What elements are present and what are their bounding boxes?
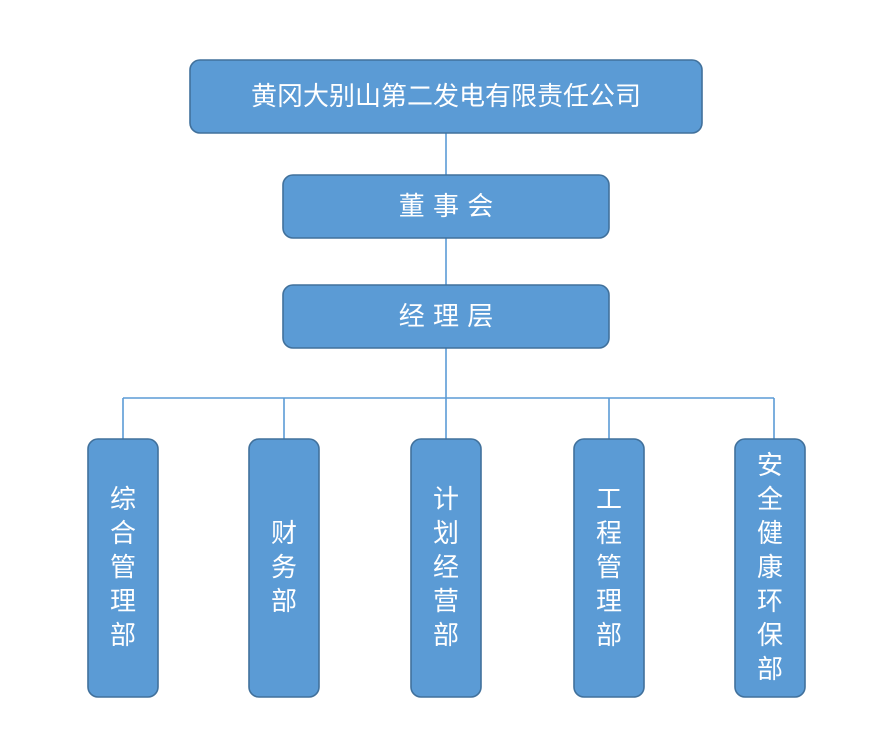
- department-label-char: 安: [757, 451, 783, 481]
- department-label: 安全健康环保部: [757, 451, 783, 685]
- management-node: 经 理 层: [282, 284, 610, 349]
- connectors: [122, 133, 775, 439]
- department-label-char: 环: [757, 587, 783, 617]
- department-label-char: 理: [596, 587, 622, 617]
- department-label-char: 务: [271, 553, 297, 583]
- department-label-char: 部: [757, 655, 783, 685]
- department-label-char: 理: [110, 587, 136, 617]
- department-label-char: 管: [110, 553, 136, 583]
- company-node: 黄冈大别山第二发电有限责任公司: [189, 59, 703, 134]
- department-node: 工程管理部: [573, 438, 645, 698]
- department-label-char: 健: [757, 519, 783, 549]
- department-label-char: 工: [596, 485, 622, 515]
- department-label-char: 保: [757, 621, 783, 651]
- department-label-char: 财: [271, 519, 297, 549]
- department-label: 计划经营部: [433, 485, 459, 651]
- department-label-char: 划: [433, 519, 459, 549]
- department-label-char: 计: [433, 485, 459, 515]
- department-label-char: 部: [596, 621, 622, 651]
- department-label: 综合管理部: [110, 485, 136, 651]
- department-label-char: 营: [433, 587, 459, 617]
- board-label: 董 事 会: [399, 192, 494, 222]
- management-label: 经 理 层: [399, 302, 494, 332]
- department-label-char: 部: [110, 621, 136, 651]
- department-label-char: 部: [271, 587, 297, 617]
- department-label: 工程管理部: [596, 485, 622, 651]
- department-node: 安全健康环保部: [734, 438, 806, 698]
- department-label-char: 程: [596, 519, 622, 549]
- department-node: 综合管理部: [87, 438, 159, 698]
- department-label-char: 部: [433, 621, 459, 651]
- board-node: 董 事 会: [282, 174, 610, 239]
- department-label-char: 康: [757, 553, 783, 583]
- department-label-char: 合: [110, 519, 136, 549]
- department-label-char: 综: [110, 485, 136, 515]
- department-node: 财务部: [248, 438, 320, 698]
- department-label: 财务部: [271, 519, 297, 617]
- department-label-char: 经: [433, 553, 459, 583]
- department-label-char: 管: [596, 553, 622, 583]
- department-node: 计划经营部: [410, 438, 482, 698]
- department-label-char: 全: [757, 485, 783, 515]
- company-label: 黄冈大别山第二发电有限责任公司: [251, 82, 641, 112]
